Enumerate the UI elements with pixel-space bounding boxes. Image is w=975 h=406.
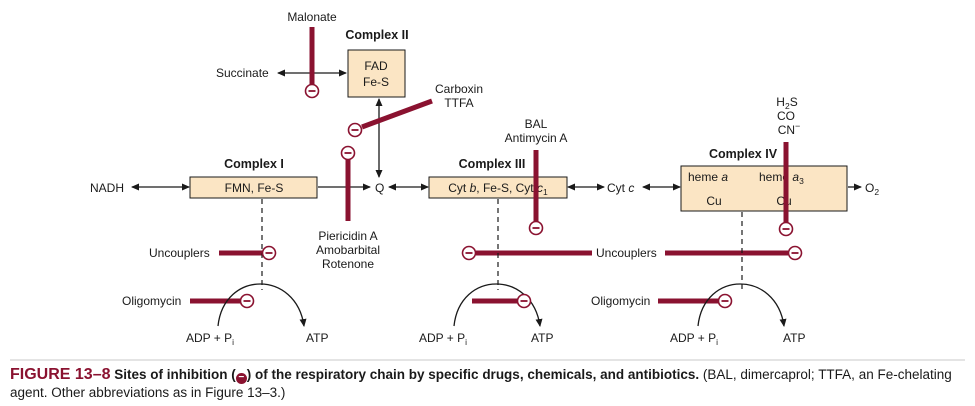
minus-icon xyxy=(778,221,794,237)
minus-icon xyxy=(528,220,544,236)
caption-title-post: ) of the respiratory chain by specific d… xyxy=(246,367,700,382)
amobarbital-label: Amobarbital xyxy=(316,243,380,257)
complex-3-box xyxy=(428,176,568,199)
atp-label-4: ATP xyxy=(783,331,805,345)
complex-3-content: Cyt b, Fe-S, Cyt c1 xyxy=(448,181,548,197)
complex-2-box xyxy=(347,49,406,98)
minus-icon xyxy=(304,83,320,99)
complex-2-fes: Fe-S xyxy=(363,75,389,89)
complex-4: Complex IV heme a heme a3 Cu Cu xyxy=(680,147,848,212)
uncouplers-label-2: Uncouplers xyxy=(596,246,657,260)
atp-curve-4 xyxy=(697,283,787,327)
antimycin-label: Antimycin A xyxy=(505,131,568,145)
atp-label-3: ATP xyxy=(531,331,553,345)
minus-icon xyxy=(340,145,356,161)
complex-3: Complex III Cyt b, Fe-S, Cyt c1 xyxy=(428,157,568,199)
minus-icon xyxy=(347,122,363,138)
bal-label: BAL xyxy=(525,117,548,131)
oligomycin-label-1: Oligomycin xyxy=(122,294,181,308)
minus-icon xyxy=(461,245,477,261)
complex-1-title: Complex I xyxy=(224,157,284,171)
h2s-label: H2S xyxy=(776,95,797,111)
atp-label-1: ATP xyxy=(306,331,328,345)
rotenone-label: Rotenone xyxy=(322,257,374,271)
figure-number: FIGURE 13–8 xyxy=(10,366,111,383)
cn-label: CN− xyxy=(778,121,801,137)
succinate-label: Succinate xyxy=(216,66,269,80)
malonate-label: Malonate xyxy=(287,10,337,24)
co-label: CO xyxy=(777,109,795,123)
complex-1-box xyxy=(189,176,318,199)
complex-3-title: Complex III xyxy=(459,157,526,171)
inhibition-minus-icon: − xyxy=(235,373,247,384)
complex-4-heme-a: heme a xyxy=(688,170,728,184)
minus-icon xyxy=(717,293,733,309)
complex-4-cu-1: Cu xyxy=(706,194,721,208)
atp-curve-1 xyxy=(217,283,307,327)
atp-curve-3 xyxy=(453,283,543,327)
carboxin-label: Carboxin xyxy=(435,82,483,96)
complex-1-content: FMN, Fe-S xyxy=(225,181,284,195)
minus-icon xyxy=(516,293,532,309)
complex-4-box xyxy=(680,165,848,212)
complex-2-fad: FAD xyxy=(364,59,388,73)
cytc-label: Cyt c xyxy=(607,181,634,195)
minus-icon xyxy=(239,293,255,309)
complex-4-heme-a3: heme a3 xyxy=(759,170,804,186)
carboxin-bar xyxy=(361,98,433,130)
piericidin-label: Piericidin A xyxy=(318,229,377,243)
oligomycin-label-2: Oligomycin xyxy=(591,294,650,308)
nadh-label: NADH xyxy=(90,181,124,195)
complex-2-title: Complex II xyxy=(345,28,408,42)
complex-2: Complex II FAD Fe-S xyxy=(345,28,409,98)
caption-note: (BAL, dimercaprol; TTFA, an Fe-chelating… xyxy=(10,367,952,400)
minus-icon xyxy=(261,245,277,261)
ttfa-label: TTFA xyxy=(444,96,473,110)
adp-label-4: ADP + Pi xyxy=(670,331,718,347)
inhibition-symbols xyxy=(239,83,803,309)
figure-caption: FIGURE 13–8 Sites of inhibition (−) of t… xyxy=(10,366,965,402)
adp-label-1: ADP + Pi xyxy=(186,331,234,347)
complex-1: Complex I FMN, Fe-S xyxy=(189,157,318,199)
inhibitor-bars xyxy=(190,27,789,304)
caption-title-pre: Sites of inhibition ( xyxy=(114,367,236,382)
complex-4-title: Complex IV xyxy=(709,147,778,161)
minus-icon xyxy=(787,245,803,261)
uncouplers-label-1: Uncouplers xyxy=(149,246,210,260)
q-label: Q xyxy=(375,181,384,195)
o2-label: O2 xyxy=(865,181,879,197)
adp-label-3: ADP + Pi xyxy=(419,331,467,347)
